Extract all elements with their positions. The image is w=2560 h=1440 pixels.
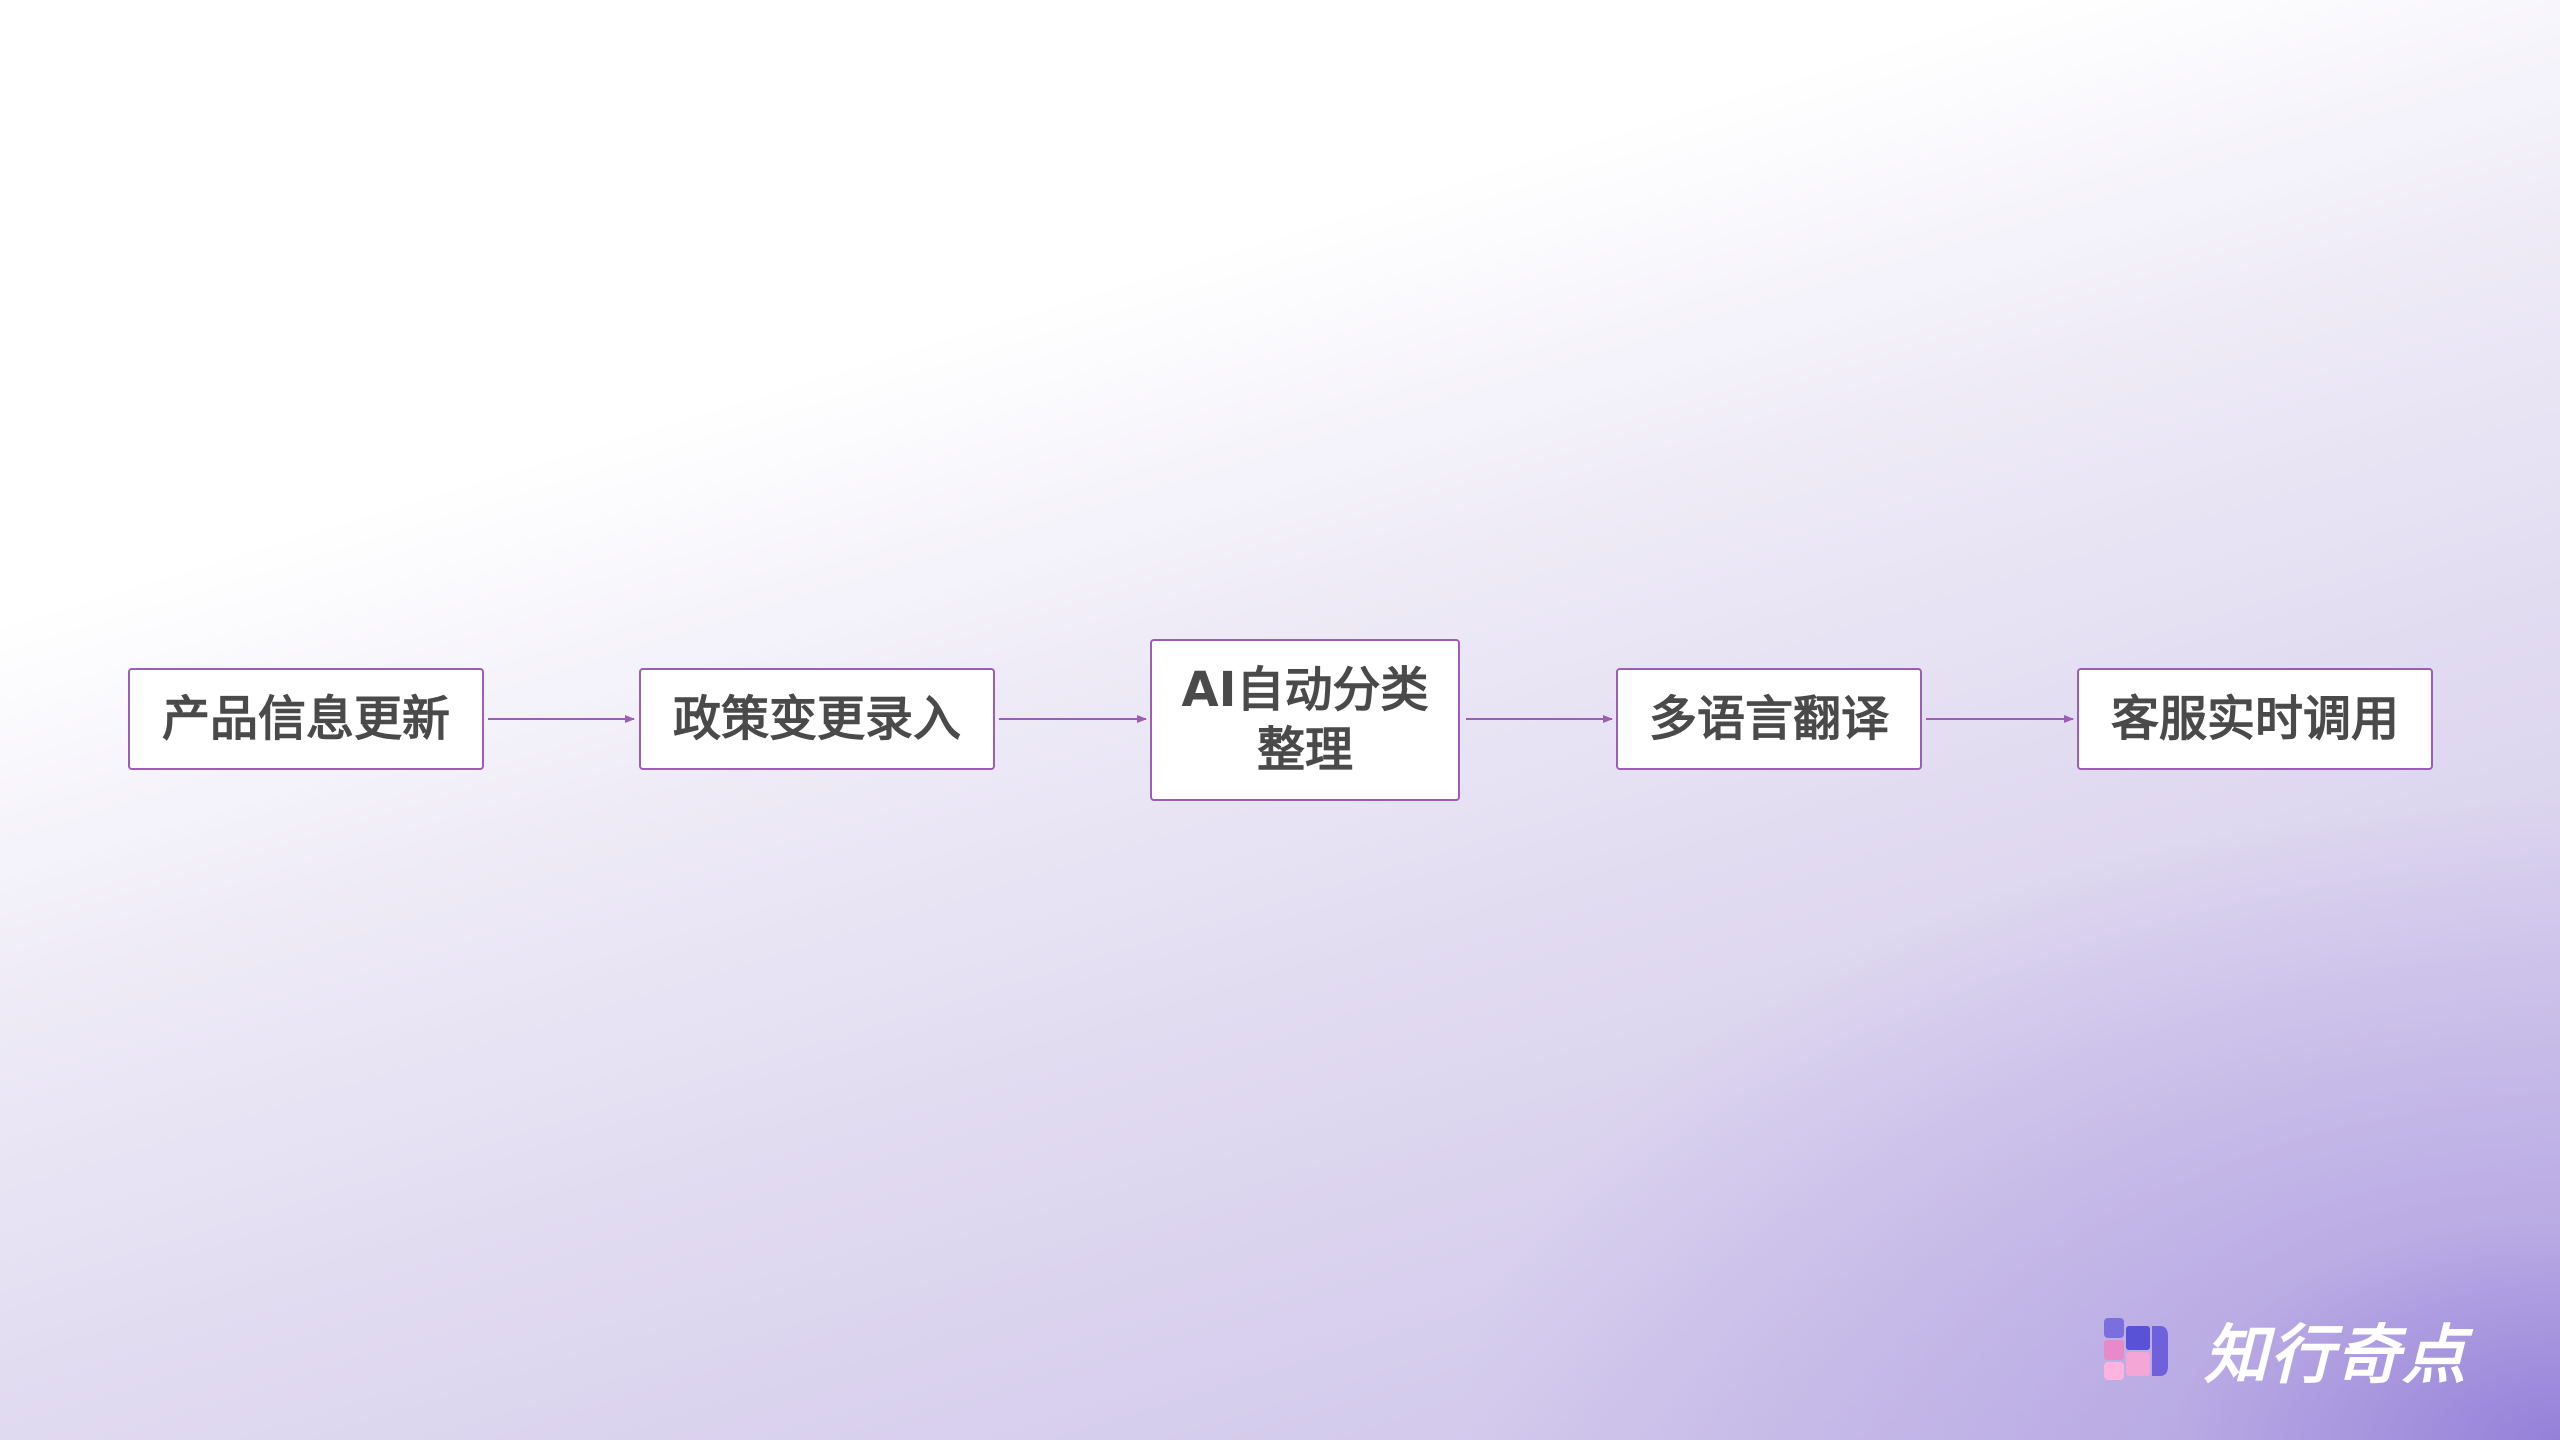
step-policy-change-entry: 政策变更录入 <box>639 668 995 770</box>
step-label: 政策变更录入 <box>672 691 961 747</box>
step-product-info-update: 产品信息更新 <box>128 668 484 770</box>
step-label: 产品信息更新 <box>161 691 450 747</box>
step-label: AI自动分类 整理 <box>1181 662 1429 778</box>
brand-name: 知行奇点 <box>2204 1319 2468 1393</box>
squares-logo-icon <box>2104 1318 2168 1380</box>
brand: 知行奇点 <box>2100 1310 2468 1393</box>
step-multilingual-translation: 多语言翻译 <box>1616 668 1922 770</box>
step-ai-auto-classify: AI自动分类 整理 <box>1150 639 1460 801</box>
step-label: 多语言翻译 <box>1648 691 1889 747</box>
step-realtime-support-call: 客服实时调用 <box>2077 668 2433 770</box>
step-label: 客服实时调用 <box>2110 691 2399 747</box>
